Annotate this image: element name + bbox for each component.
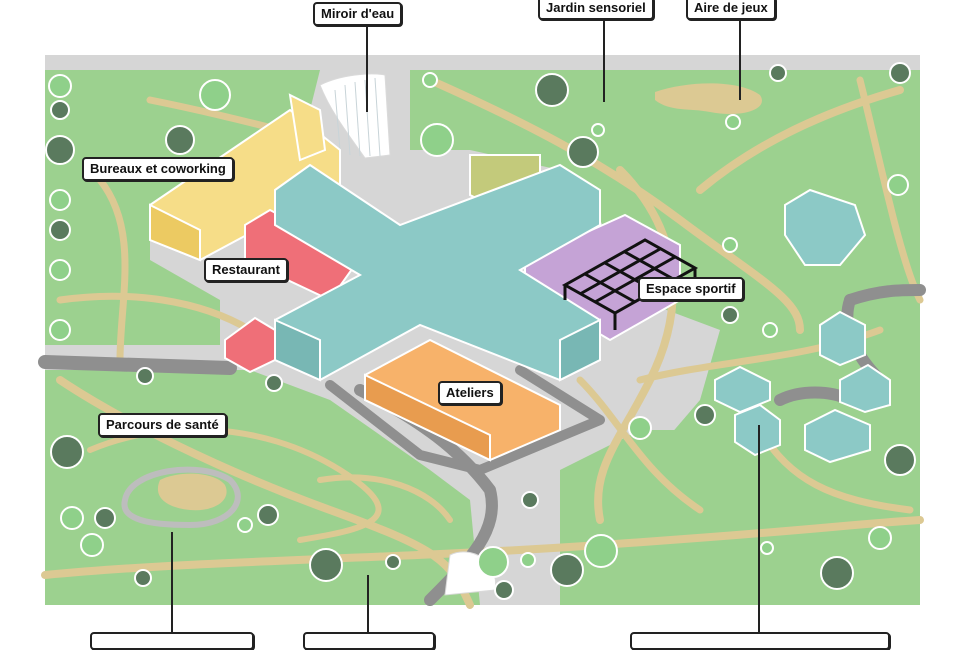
label-bottom-right-cut — [630, 632, 890, 650]
label-jardin-sensoriel: Jardin sensoriel — [538, 0, 654, 20]
trees — [45, 62, 916, 600]
label-restaurant: Restaurant — [204, 258, 288, 282]
label-miroir-eau: Miroir d'eau — [313, 2, 403, 26]
label-bureaux-coworking: Bureaux et coworking — [82, 157, 234, 181]
building-bureaux — [149, 93, 341, 262]
label-parcours-sante: Parcours de santé — [98, 413, 227, 437]
sport-frame — [561, 238, 699, 330]
label-aire-de-jeux: Aire de jeux — [686, 0, 776, 20]
leader-lines — [171, 20, 760, 636]
label-ateliers: Ateliers — [438, 381, 502, 405]
footpaths — [41, 76, 924, 609]
residential-houses — [714, 188, 891, 464]
building-restaurant — [224, 208, 362, 374]
label-espace-sportif: Espace sportif — [638, 277, 744, 301]
label-bottom-left-cut — [90, 632, 254, 650]
building-main-x — [274, 163, 601, 382]
label-bottom-mid-cut — [303, 632, 435, 650]
